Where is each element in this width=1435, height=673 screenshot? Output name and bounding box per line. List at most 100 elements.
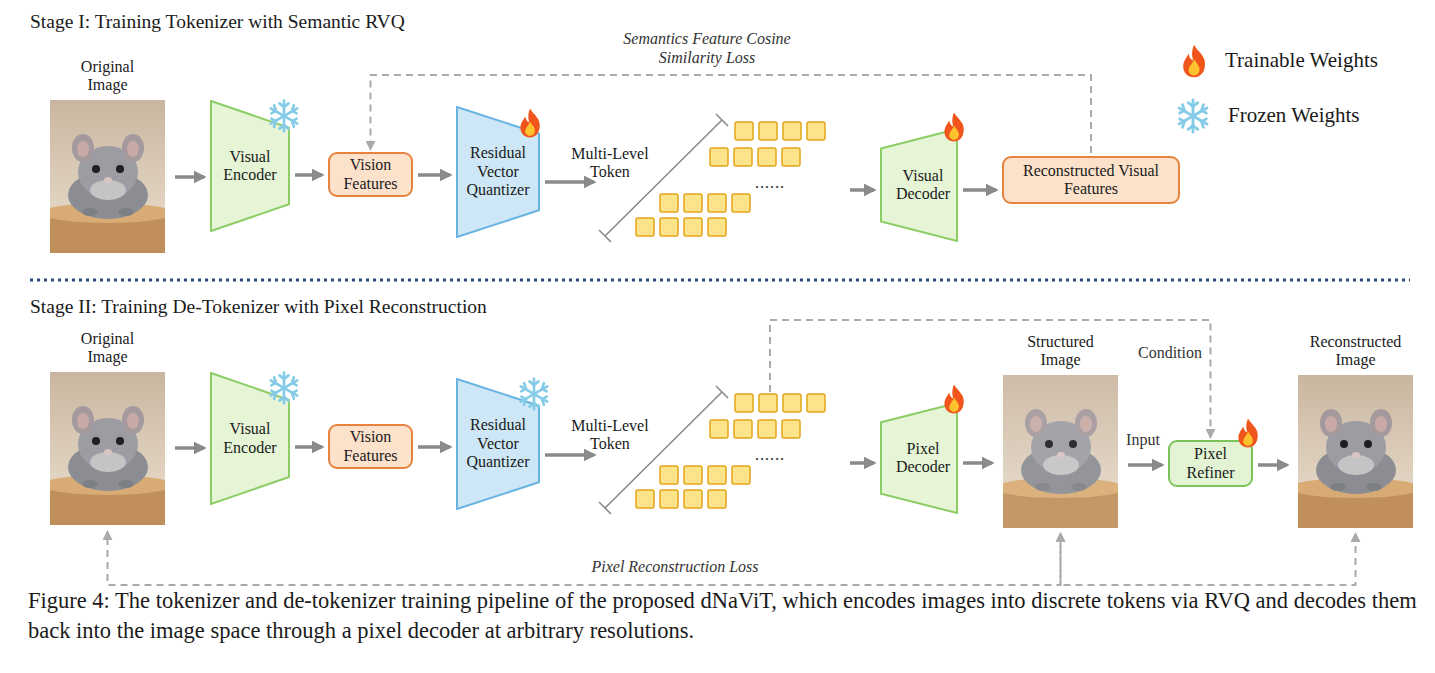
arrow-connector (175, 175, 204, 179)
image-title: Original Image (68, 330, 148, 367)
edge-label: Condition (1138, 343, 1202, 362)
arrow-connector (175, 446, 204, 450)
graphic-part (599, 502, 611, 514)
arrow-connector (295, 445, 322, 449)
text-stack: Structured Image (1013, 333, 1108, 370)
text-stack: Residual Vector Quantizer (462, 144, 534, 199)
graphic-part (660, 194, 750, 212)
arrow-connector (1128, 463, 1162, 467)
image-panel: Original Image (45, 330, 170, 527)
node-label: Residual Vector Quantizer (462, 144, 534, 199)
token-grid (599, 386, 825, 514)
ellipsis-mark: ...... (755, 446, 785, 464)
edge-label: Input (1126, 430, 1160, 449)
network-block: Visual Encoder (210, 100, 290, 232)
text-stack: Visual Decoder (890, 167, 956, 204)
flame-icon (1183, 45, 1205, 77)
figure-caption: Figure 4: The tokenizer and de-tokenizer… (28, 586, 1426, 645)
graphic-part (716, 114, 728, 126)
arrow-connector (1258, 463, 1287, 467)
stage-heading: Stage II: Training De-Tokenizer with Pix… (30, 296, 487, 318)
text-stack: Visual Encoder (215, 420, 285, 457)
node-label: Pixel Refiner (1176, 445, 1246, 482)
node-label: Visual Decoder (890, 167, 956, 204)
node-label: Vision Features (333, 428, 408, 465)
stage-heading: Stage I: Training Tokenizer with Semanti… (30, 11, 405, 33)
chinchilla-photo (994, 375, 1126, 528)
graphic-part (660, 466, 750, 484)
node-label: Residual Vector Quantizer (462, 416, 534, 471)
arrow-connector (418, 173, 450, 177)
graphic-part (735, 394, 825, 412)
text-stack: Pixel Refiner (1176, 445, 1246, 482)
image-title: Original Image (68, 58, 148, 95)
node-label: Visual Encoder (215, 420, 285, 457)
trapezoid-outline (457, 379, 539, 509)
edge-label: Semantics Feature Cosine Similarity Loss (617, 29, 797, 67)
feature-box: Pixel Refiner (1168, 440, 1253, 487)
chinchilla-photo (41, 372, 173, 525)
token-group: Multi-Level Token (600, 387, 845, 514)
text-stack: Original Image (68, 58, 148, 95)
text-stack: Pixel Decoder (890, 440, 956, 477)
arrow-connector (418, 445, 450, 449)
node-label: Vision Features (333, 156, 408, 193)
feature-box: Vision Features (328, 152, 413, 197)
token-grid (599, 114, 825, 242)
text-stack: Multi-Level Token (568, 145, 652, 182)
arrow-connector (295, 173, 322, 177)
dashed-connector (108, 532, 1061, 585)
feature-box: Reconstructed Visual Features (1002, 156, 1180, 204)
trapezoid-outline (881, 403, 957, 513)
text-stack: Vision Features (333, 428, 408, 465)
graphic-part (636, 490, 726, 508)
arrow-connector (963, 188, 996, 192)
legend-text: Frozen Weights (1228, 103, 1360, 128)
arrow-connector (850, 461, 874, 465)
text-stack: Vision Features (333, 156, 408, 193)
node-label: Multi-Level Token (568, 417, 652, 454)
node-label: Multi-Level Token (568, 145, 652, 182)
ellipsis-mark: ...... (755, 174, 785, 192)
network-block: Pixel Decoder (880, 402, 958, 514)
image-panel: Reconstructed Image (1293, 333, 1418, 529)
text-stack: Original Image (68, 330, 148, 367)
image-title: Structured Image (1013, 333, 1108, 370)
text-stack: Multi-Level Token (568, 417, 652, 454)
edge-label: Pixel Reconstruction Loss (591, 557, 758, 576)
legend-text: Trainable Weights (1225, 48, 1378, 73)
graphic-part (636, 218, 726, 236)
dashed-connector (770, 320, 1211, 437)
trapezoid-outline (457, 107, 539, 237)
graphic-part (710, 420, 800, 438)
text-stack: Reconstructed Visual Features (1021, 162, 1161, 199)
stage-separator (30, 279, 1410, 282)
network-block: Residual Vector Quantizer (456, 378, 540, 510)
network-block: Visual Encoder (210, 372, 290, 505)
snowflake-icon (1179, 100, 1207, 132)
chinchilla-photo (41, 100, 173, 253)
graphic-part (599, 230, 611, 242)
network-block: Residual Vector Quantizer (456, 106, 540, 238)
trapezoid-outline (211, 373, 289, 504)
node-label: Visual Encoder (215, 148, 285, 185)
text-stack: Visual Encoder (215, 148, 285, 185)
arrow-connector (850, 188, 874, 192)
feature-box: Vision Features (328, 424, 413, 469)
graphic-part (710, 148, 800, 166)
trapezoid-outline (211, 101, 289, 231)
image-title: Reconstructed Image (1296, 333, 1416, 370)
node-label: Pixel Decoder (890, 440, 956, 477)
image-panel: Original Image (45, 58, 170, 255)
dashed-connector (1061, 534, 1356, 585)
text-stack: Residual Vector Quantizer (462, 416, 534, 471)
text-stack: Reconstructed Image (1296, 333, 1416, 370)
image-panel: Structured Image (998, 333, 1123, 529)
chinchilla-photo (1289, 375, 1421, 528)
trapezoid-outline (881, 129, 957, 241)
arrow-connector (545, 453, 594, 457)
arrow-connector (963, 461, 992, 465)
arrow-connector (545, 180, 594, 184)
token-group: Multi-Level Token (600, 115, 845, 242)
